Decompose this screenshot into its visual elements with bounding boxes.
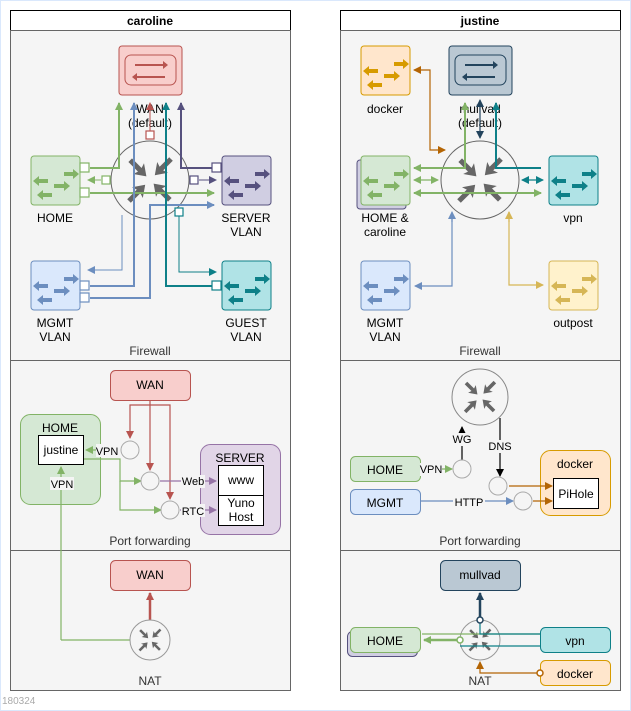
edge-vpn-label: VPN — [96, 446, 119, 458]
pf-host-label: Host — [229, 510, 254, 524]
pf-home-label: HOME — [367, 463, 403, 477]
wan-node[interactable] — [118, 45, 183, 96]
home-switch[interactable] — [30, 155, 81, 206]
mgmt-sublabel: VLAN — [39, 330, 70, 344]
guest-vlan-switch[interactable] — [221, 260, 272, 311]
firewall-thin-edges — [87, 102, 217, 276]
pf-router[interactable] — [451, 368, 509, 426]
pf-wan-label: WAN — [136, 378, 164, 392]
server-label: SERVER — [221, 211, 270, 225]
pf-home-label: HOME — [42, 421, 78, 435]
nat-mullvad-node[interactable] — [440, 560, 521, 591]
pf-server-label: SERVER — [215, 451, 264, 465]
edge-vpn-up-label: VPN — [51, 479, 74, 491]
justine-nat: mullvad HOME vpn docker NAT — [347, 560, 611, 688]
edge-web-label: Web — [182, 476, 204, 488]
nat-router[interactable] — [129, 619, 171, 661]
justine-firewall: Firewall docker mullvad (default) HOME &… — [356, 45, 599, 358]
mullvad-node[interactable] — [448, 45, 513, 96]
pf-pihole-node[interactable] — [553, 478, 599, 509]
port-forwarding-label: Port forwarding — [439, 534, 520, 548]
home-caroline-switch[interactable] — [360, 155, 411, 206]
firewall-label: Firewall — [129, 344, 170, 358]
nat-home-node[interactable] — [350, 627, 421, 653]
caroline-nat: WAN NAT — [61, 560, 191, 688]
edge-http-label: HTTP — [455, 497, 484, 509]
nat-home-label: HOME — [367, 634, 403, 648]
pf-docker-label: docker — [557, 457, 593, 471]
vpn-label: vpn — [563, 211, 582, 225]
guest-label: GUEST — [225, 316, 267, 330]
pf-yuno-label: Yuno — [227, 496, 255, 510]
mgmt-sublabel: VLAN — [369, 330, 400, 344]
pf-justine-label: justine — [43, 443, 79, 457]
mullvad-icon — [462, 61, 498, 81]
nat-label: NAT — [468, 674, 492, 688]
pf-routers — [120, 440, 180, 520]
home-sublabel: caroline — [364, 225, 406, 239]
pf-justine-node[interactable] — [38, 435, 84, 465]
home-label: HOME & — [361, 211, 408, 225]
edge-dns-label: DNS — [488, 441, 511, 453]
home-label: HOME — [37, 211, 73, 225]
docker-switch[interactable] — [360, 45, 411, 96]
outpost-switch[interactable] — [548, 260, 599, 311]
pf-www-node[interactable] — [218, 465, 264, 496]
nat-docker-label: docker — [557, 667, 593, 681]
nat-mullvad-label: mullvad — [459, 568, 500, 582]
pf-mgmt-node[interactable] — [350, 489, 421, 515]
justine-port-forwarding: Port forwarding HOME MGMT docker PiHole … — [350, 368, 611, 548]
server-vlan-switch[interactable] — [221, 155, 272, 206]
mgmt-vlan-switch[interactable] — [360, 260, 411, 311]
pf-pihole-label: PiHole — [558, 487, 594, 501]
version-label: 180324 — [2, 696, 36, 707]
edge-wg-label: WG — [453, 434, 472, 446]
caroline-port-forwarding: Port forwarding WAN HOME justine SERVER … — [20, 370, 281, 640]
caroline-firewall: Firewall WAN (default) HOME SERVER VLAN … — [30, 45, 272, 358]
firewall-label: Firewall — [459, 344, 500, 358]
guest-sublabel: VLAN — [230, 330, 261, 344]
firewall-edges — [90, 102, 215, 299]
pf-mgmt-label: MGMT — [367, 496, 404, 510]
firewall-router[interactable] — [440, 140, 520, 220]
pf-www-label: www — [227, 473, 254, 487]
mgmt-label: MGMT — [367, 316, 404, 330]
mgmt-label: MGMT — [37, 316, 74, 330]
nat-wan-node[interactable] — [110, 560, 191, 591]
port-forwarding-label: Port forwarding — [109, 534, 190, 548]
wan-icon — [132, 61, 168, 81]
nat-vpn-node[interactable] — [540, 627, 611, 653]
nat-wan-label: WAN — [136, 568, 164, 582]
server-sublabel: VLAN — [230, 225, 261, 239]
vpn-switch[interactable] — [548, 155, 599, 206]
pf-yunohost-node[interactable] — [218, 495, 264, 526]
caroline-title: caroline — [127, 14, 173, 28]
edge-rtc-label: RTC — [182, 506, 204, 518]
outpost-label: outpost — [553, 316, 593, 330]
justine-title: justine — [460, 14, 500, 28]
nat-label: NAT — [138, 674, 162, 688]
docker-label: docker — [367, 102, 403, 116]
edge-vpn-label: VPN — [420, 464, 443, 476]
nat-vpn-label: vpn — [565, 634, 584, 648]
